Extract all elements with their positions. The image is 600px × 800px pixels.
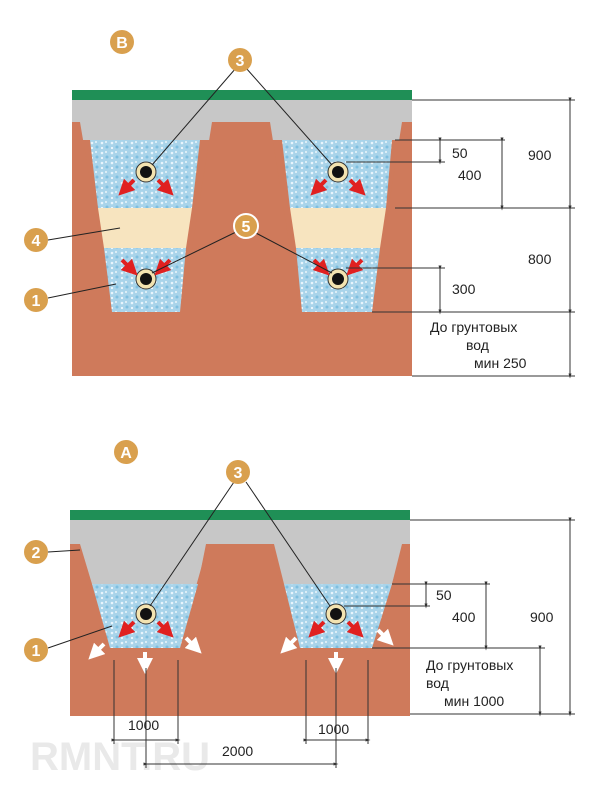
watermark: RMNT.RU xyxy=(30,735,210,779)
pipe-b-upper-right xyxy=(327,161,349,183)
dim-a-400: 400 xyxy=(452,609,476,625)
dim-b-400: 400 xyxy=(458,167,482,183)
trench-b-right-topsoil xyxy=(274,122,400,140)
callout-a1 xyxy=(24,638,48,662)
trench-b-right-sand xyxy=(290,208,386,248)
dim-a-w1: 1000 xyxy=(128,717,159,733)
leader-b4 xyxy=(47,227,121,241)
soil-a-right xyxy=(372,544,410,650)
callout-b3-label: 3 xyxy=(236,53,245,70)
pipe-a-left xyxy=(135,603,157,625)
soil-b-left xyxy=(72,122,112,312)
section-b: B xyxy=(24,30,575,379)
pipe-b-lower-left xyxy=(135,268,157,290)
pipe-b-lower-right xyxy=(327,268,349,290)
badge-a-label: A xyxy=(120,445,132,462)
white-arrows-a xyxy=(88,628,394,674)
dimensions-a xyxy=(111,517,575,768)
badge-a xyxy=(114,440,138,464)
topsoil-a xyxy=(70,520,410,544)
callout-a3 xyxy=(226,460,250,484)
soil-a-middle xyxy=(178,544,300,650)
pipe-a-right xyxy=(325,603,347,625)
leader-a3-right xyxy=(245,481,331,607)
red-arrows-a xyxy=(118,620,364,638)
callout-b4 xyxy=(24,228,48,252)
dim-b-300: 300 xyxy=(452,281,476,297)
badge-b xyxy=(110,30,134,54)
callout-b1-label: 1 xyxy=(32,293,41,310)
dim-a-gw-3: мин 1000 xyxy=(444,693,504,709)
callout-a3-label: 3 xyxy=(234,465,243,482)
turf-a xyxy=(70,510,410,520)
dim-a-50: 50 xyxy=(436,587,452,603)
leader-a2 xyxy=(47,549,81,553)
callout-b5 xyxy=(233,213,259,239)
turf-b xyxy=(72,90,412,100)
callout-b3 xyxy=(228,48,252,72)
leader-b5-right xyxy=(253,231,333,274)
dim-b-900: 900 xyxy=(528,147,552,163)
leader-b1 xyxy=(47,283,117,299)
leader-a3-left xyxy=(149,481,235,607)
leader-a1 xyxy=(47,625,113,649)
dim-b-gw-3: мин 250 xyxy=(474,355,527,371)
trench-b-left-topsoil xyxy=(82,122,208,140)
dim-b-800: 800 xyxy=(528,251,552,267)
dim-a-gw-1: До грунтовых xyxy=(426,657,513,673)
callout-b4-label: 4 xyxy=(32,233,41,250)
dim-a-w2: 1000 xyxy=(318,721,349,737)
badge-b-label: B xyxy=(116,35,128,52)
callout-a1-label: 1 xyxy=(32,643,41,660)
callout-b5-label: 5 xyxy=(242,219,251,236)
dim-a-w3: 2000 xyxy=(222,743,253,759)
trench-b-left-sand xyxy=(98,208,192,248)
dim-b-50: 50 xyxy=(452,145,468,161)
leader-b3-right xyxy=(245,67,333,166)
dimensions-b xyxy=(346,97,575,379)
dim-a-gw-2: вод xyxy=(426,675,449,691)
trench-a-right-topsoil xyxy=(274,544,402,584)
pipe-b-upper-left xyxy=(135,161,157,183)
trench-a-left-topsoil xyxy=(80,544,206,584)
callout-a2-label: 2 xyxy=(32,545,41,562)
dim-b-gw-2: вод xyxy=(466,337,489,353)
leader-b3-left xyxy=(151,67,237,166)
soil-a-left xyxy=(70,544,110,650)
dim-a-900: 900 xyxy=(530,609,554,625)
callout-a2 xyxy=(24,540,48,564)
callout-b1 xyxy=(24,288,48,312)
dim-b-gw-1: До грунтовых xyxy=(430,319,517,335)
section-a: A xyxy=(24,440,575,768)
leader-b5-left xyxy=(151,231,237,274)
soil-b-right xyxy=(372,122,412,312)
